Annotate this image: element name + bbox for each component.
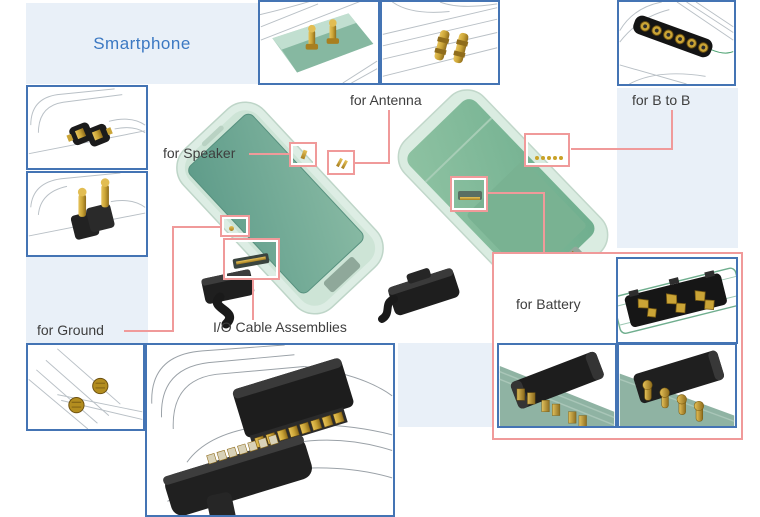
phone-front-render: [176, 101, 384, 315]
battery-connector-top-view-render: [618, 267, 736, 334]
tile-b-to-b[interactable]: [617, 0, 736, 86]
tile-ground-pogo[interactable]: [26, 171, 148, 257]
antenna-pogo-pins-on-block-render: [260, 2, 378, 83]
tile-io-cable[interactable]: [145, 343, 395, 517]
tile-antenna-block[interactable]: [258, 0, 380, 85]
tile-battery-pins[interactable]: [617, 343, 737, 428]
ground-screw-contacts-render: [28, 348, 143, 429]
battery-label: for Battery: [516, 296, 581, 312]
ground-leader-line-h1: [124, 330, 174, 332]
battery-callout-frame: [450, 176, 488, 212]
io-cable-assembly-docking-render: [151, 345, 393, 515]
ground-leader-line-v: [172, 226, 174, 332]
antenna-leader-line-v: [388, 110, 390, 164]
io-leader-line: [252, 280, 254, 320]
tile-antenna-pins[interactable]: [380, 0, 500, 85]
btob-leader-line-v: [671, 110, 673, 150]
ground-label: for Ground: [37, 322, 104, 338]
tile-ground-smt[interactable]: [26, 85, 148, 170]
spacer-panel: [398, 343, 492, 427]
tile-ground-screws[interactable]: [26, 343, 145, 431]
ground-smt-contact-render: [28, 88, 146, 155]
title-panel: [26, 3, 258, 84]
battery-leader-line-v: [543, 192, 545, 254]
ground-leader-line-h2: [172, 226, 222, 228]
antenna-pogo-pins-wireframe-render: [382, 2, 498, 77]
b-to-b-panel: [617, 88, 738, 248]
antenna-label: for Antenna: [350, 92, 422, 108]
btob-callout-frame: [524, 133, 570, 167]
ground-pogo-pin-connector-render: [28, 173, 146, 240]
speaker-label: for Speaker: [163, 145, 236, 161]
b-to-b-socket-strip-render: [619, 2, 734, 84]
ground-panel: [26, 257, 148, 343]
antenna-callout-frame: [327, 150, 355, 175]
battery-callout-box: for Battery: [492, 252, 743, 440]
ground-callout-frame: [220, 215, 250, 237]
battery-leader-line-h: [488, 192, 545, 194]
speaker-leader-line: [249, 153, 289, 155]
tile-battery-top[interactable]: [616, 257, 738, 344]
io-callout-frame: [223, 238, 280, 280]
tile-battery-smt[interactable]: [497, 343, 617, 428]
battery-connector-smt-leads-render: [499, 351, 615, 426]
antenna-leader-line-h: [355, 162, 390, 164]
battery-connector-pins-render: [619, 350, 735, 426]
phone-back-io-cable: [378, 268, 460, 323]
page-title: Smartphone: [93, 33, 191, 53]
btob-leader-line-h: [571, 148, 673, 150]
btob-label: for B to B: [632, 92, 691, 108]
io-label: I/O Cable Assemblies: [213, 319, 347, 335]
speaker-callout-frame: [289, 142, 317, 167]
